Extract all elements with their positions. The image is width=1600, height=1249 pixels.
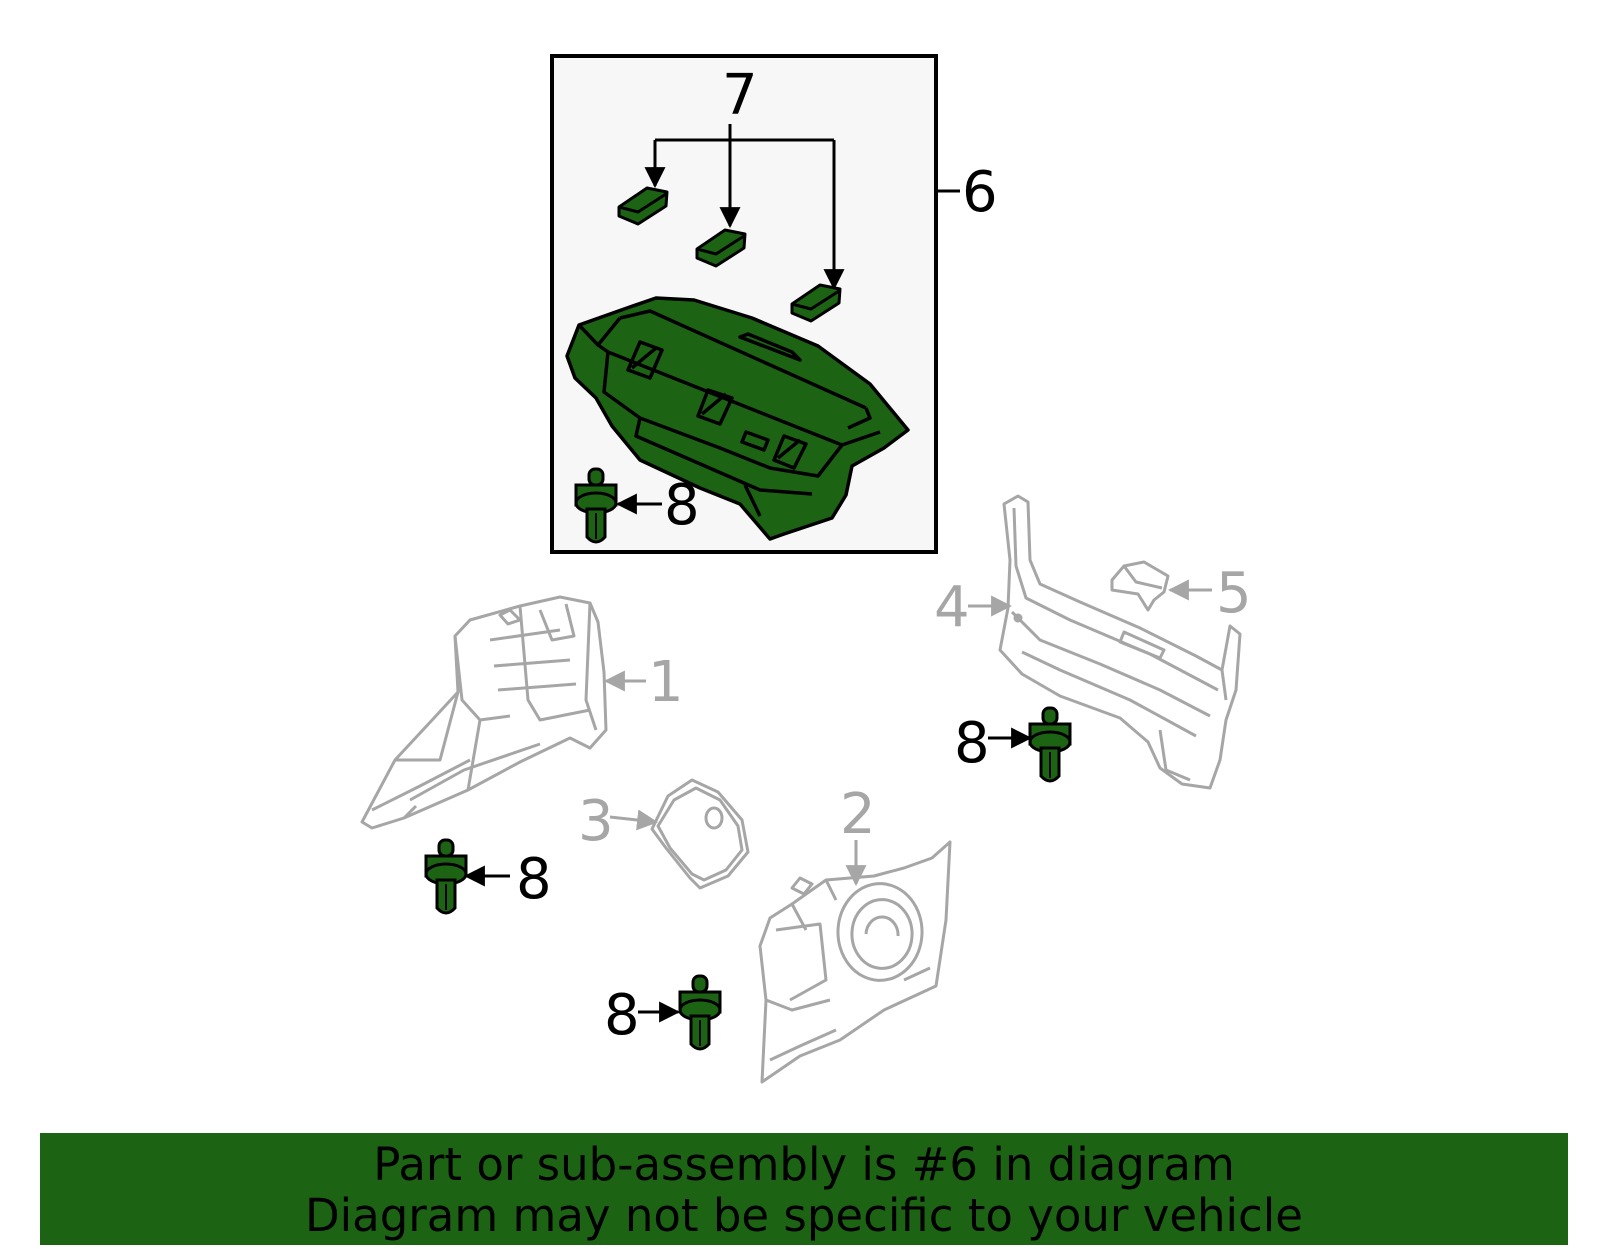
callout-2-label: 2 xyxy=(840,782,876,847)
callout-8-label: 8 xyxy=(516,847,552,912)
callout-8-label: 8 xyxy=(664,473,700,538)
callout-3-label: 3 xyxy=(578,789,614,854)
callout-6-label: 6 xyxy=(962,160,998,225)
part-7-pad xyxy=(617,186,842,323)
part-8-clip xyxy=(1028,706,1072,783)
callout-3-leader xyxy=(609,809,659,831)
callout-7-leaders xyxy=(644,124,845,291)
callout-5-label: 5 xyxy=(1216,561,1252,626)
callout-4-label: 4 xyxy=(934,575,970,640)
part-8-clip xyxy=(678,974,722,1051)
callout-1-label: 1 xyxy=(648,650,684,715)
callout-8-label: 8 xyxy=(954,711,990,776)
callout-8-label: 8 xyxy=(604,983,640,1048)
part-6-package-tray xyxy=(565,296,910,541)
part-3-access-cover xyxy=(650,778,750,890)
part-5-bracket xyxy=(1110,560,1170,612)
part-2-quarter-trim-panel xyxy=(758,840,952,1084)
part-4-rear-body-panel xyxy=(998,494,1242,790)
callout-7-label: 7 xyxy=(722,63,758,128)
banner-line-1: Part or sub-assembly is #6 in diagram xyxy=(373,1138,1235,1191)
info-banner: Part or sub-assembly is #6 in diagram Di… xyxy=(40,1133,1568,1245)
part-1-wheelhouse-trim xyxy=(360,595,608,830)
banner-line-2: Diagram may not be specific to your vehi… xyxy=(305,1189,1303,1242)
part-8-clip xyxy=(424,838,468,915)
